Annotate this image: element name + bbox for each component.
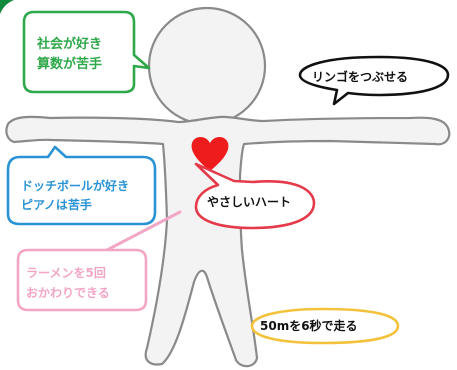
- yellow-bubble-text: 50mを6秒で走る: [260, 317, 358, 335]
- corner-tab: [0, 0, 14, 14]
- red-bubble-text: やさしいハート: [207, 193, 291, 211]
- black-line-1: リンゴをつぶせる: [312, 70, 409, 84]
- red-line-1: やさしいハート: [207, 195, 292, 209]
- person-figure: [5, 6, 451, 368]
- green-line-2: 算数が苦手: [37, 57, 103, 72]
- blue-line-1: ドッチボールが好き: [21, 179, 130, 193]
- yellow-bubble: [250, 307, 400, 345]
- pink-bubble-text: ラーメンを5回 おかわりできる: [26, 263, 110, 303]
- black-bubble: [298, 55, 450, 106]
- pink-line-2: おかわりできる: [26, 286, 110, 300]
- black-bubble-text: リンゴをつぶせる: [312, 68, 408, 86]
- figure-head: [147, 6, 267, 126]
- pink-connector-line: [105, 210, 182, 252]
- pink-line-1: ラーメンを5回: [26, 266, 106, 280]
- blue-bubble: [6, 145, 157, 226]
- red-bubble: [194, 162, 316, 230]
- blue-line-2: ピアノは苦手: [21, 198, 92, 212]
- pink-bubble: [16, 248, 148, 312]
- green-bubble: [22, 10, 151, 94]
- heart-icon: [191, 136, 229, 171]
- green-line-1: 社会が好き: [37, 37, 103, 52]
- green-bubble-text: 社会が好き 算数が苦手: [37, 35, 102, 75]
- blue-bubble-text: ドッチボールが好き ピアノは苦手: [21, 177, 129, 215]
- figure-body: [5, 115, 451, 368]
- yellow-line-1: 50mを6秒で走る: [260, 319, 358, 333]
